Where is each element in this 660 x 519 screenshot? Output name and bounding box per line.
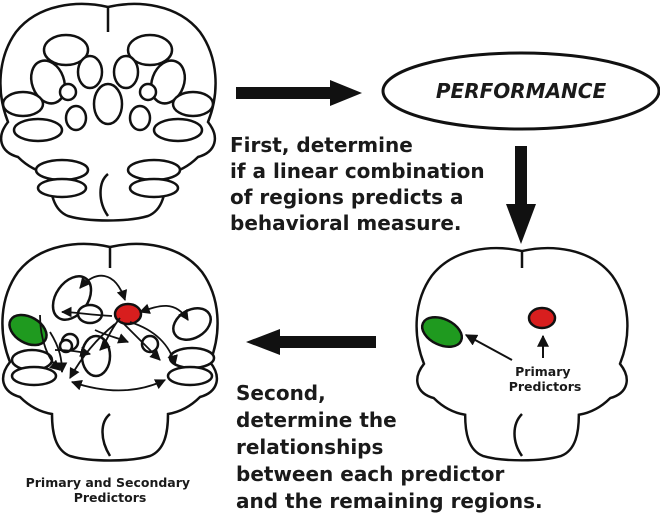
step2-text: Second, determine the relationships betw… xyxy=(236,381,543,513)
primary-predictors-label: Primary Predictors xyxy=(509,364,582,394)
step1-line: if a linear combination xyxy=(230,159,485,183)
step2-line: determine the xyxy=(236,408,397,432)
network-region-green xyxy=(8,313,48,347)
step1-text: First, determine if a linear combination… xyxy=(230,133,492,235)
step1-line: First, determine xyxy=(230,133,413,157)
step2-line: relationships xyxy=(236,435,383,459)
network-connection-arrows xyxy=(39,274,189,392)
arrow-to-secondary xyxy=(246,329,376,355)
arrow-down xyxy=(506,146,536,244)
performance-label: PERFORMANCE xyxy=(436,79,607,103)
performance-node: PERFORMANCE xyxy=(381,51,660,131)
arrow-to-performance xyxy=(236,80,362,106)
brain-primary xyxy=(415,246,629,462)
brain-network xyxy=(1,242,219,462)
primary-pointer-arrows xyxy=(464,334,549,361)
network-region-red xyxy=(113,302,143,326)
step1-line: of regions predicts a xyxy=(230,185,464,209)
primary-region-green xyxy=(420,315,464,349)
primary-region-red xyxy=(527,306,557,330)
step1-line: behavioral measure. xyxy=(230,211,462,235)
primary-secondary-label: Primary and Secondary Predictors xyxy=(26,475,195,505)
brain-overview xyxy=(0,2,217,222)
step2-line: between each predictor xyxy=(236,462,504,486)
step2-line: Second, xyxy=(236,381,326,405)
step2-line: and the remaining regions. xyxy=(236,489,543,513)
